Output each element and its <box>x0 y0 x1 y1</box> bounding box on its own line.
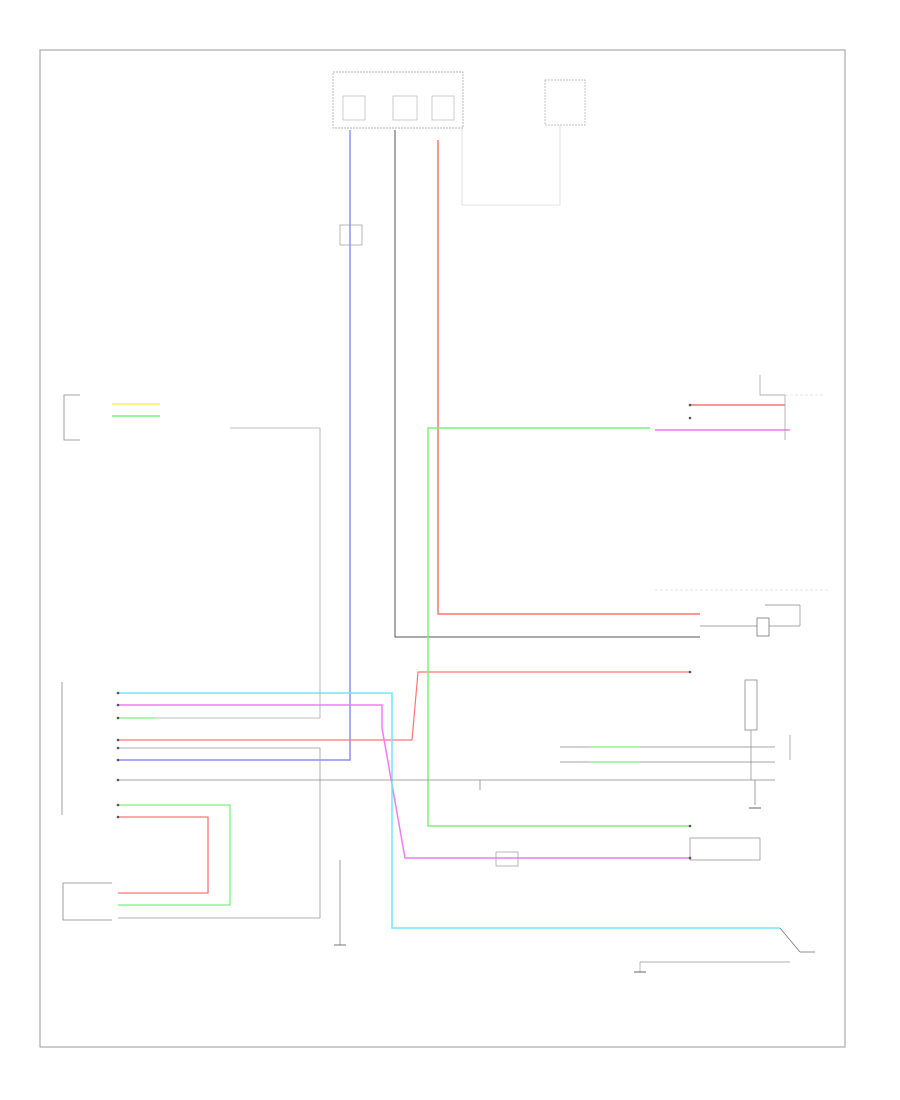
sensor-connector <box>759 375 825 440</box>
magenta-relay <box>495 851 519 867</box>
diagram-frame <box>39 49 846 1048</box>
wire-cyan <box>118 692 780 929</box>
tpms-receiver <box>62 882 112 921</box>
wire-red-receiver <box>118 816 209 894</box>
ground-lower <box>334 860 346 946</box>
fuse-box <box>332 71 464 129</box>
tpms-switch <box>634 927 815 973</box>
ground-right <box>749 780 761 809</box>
wire-red-main <box>437 140 700 615</box>
relay-box <box>461 79 586 206</box>
wire-green <box>427 427 690 827</box>
wire-green-receiver <box>118 804 231 906</box>
wire-red-second <box>118 671 690 741</box>
lower-right-connector <box>689 837 761 861</box>
wire-blue <box>118 130 351 761</box>
warning-lamp <box>744 679 791 780</box>
wire-dark <box>394 130 700 638</box>
wire-magenta-main <box>118 704 690 859</box>
wire-gray-2 <box>118 747 321 830</box>
relay-right <box>700 604 801 637</box>
connector-pins <box>116 403 692 860</box>
wire-gray-1 <box>118 427 321 719</box>
junction-connector <box>339 224 363 246</box>
ecu-left <box>63 394 80 441</box>
